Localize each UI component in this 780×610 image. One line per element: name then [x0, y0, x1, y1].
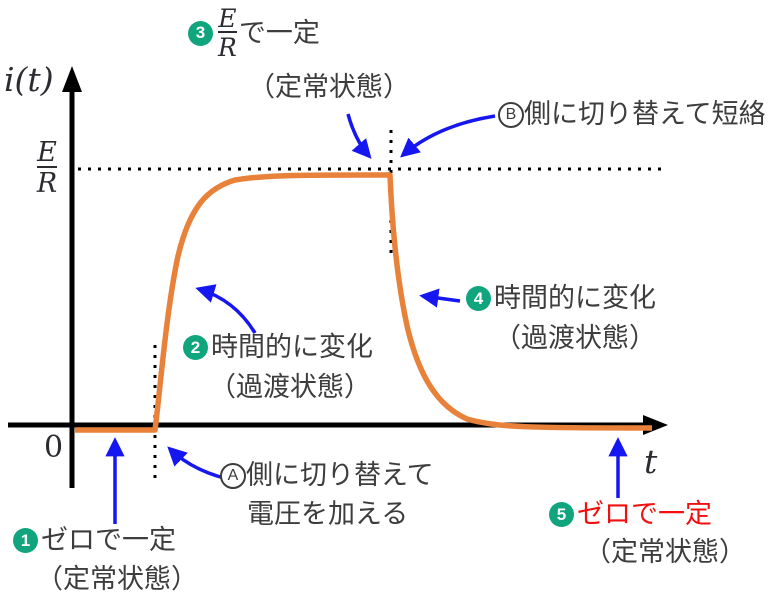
fraction-numerator: E — [37, 137, 57, 168]
annotation-step3-subtext: （定常状態） — [248, 72, 410, 102]
annotation-step2-subtext: （過渡状態） — [209, 372, 371, 402]
step1-text: ゼロで一定 — [41, 525, 176, 555]
y-axis-label: i(t) — [4, 60, 54, 99]
annotation-step4-subtext: （過渡状態） — [494, 323, 656, 353]
current-curve — [75, 172, 653, 433]
step2-text: 時間的に変化 — [211, 332, 373, 362]
step5-badge: 5 — [549, 502, 574, 527]
annotation-step1-subtext: （定常状態） — [36, 564, 198, 594]
annotation-step1: 1 ゼロで一定 — [13, 527, 176, 554]
x-axis-arrowhead-icon — [643, 415, 668, 435]
annotation-step3: 3 E R で一定 — [188, 6, 320, 60]
origin-label: 0 — [44, 430, 64, 465]
step5-text: ゼロで一定 — [577, 499, 712, 529]
step3-fraction: E R — [218, 6, 237, 60]
annotation-switch-b: B 側に切り替えて短絡 — [498, 101, 766, 128]
step3-fraction-numerator: E — [218, 4, 237, 33]
annotation-switch-a: A 側に切り替えて — [220, 462, 434, 489]
annotation-step4: 4 時間的に変化 — [466, 285, 656, 312]
x-axis-label: t — [644, 442, 658, 481]
step2-badge: 2 — [183, 335, 208, 360]
annotation-step5-subtext: （定常状態） — [584, 537, 746, 567]
switch-a-text: 側に切り替えて — [246, 460, 434, 490]
switch-b-badge: B — [498, 101, 524, 128]
switch-a-badge: A — [220, 462, 246, 489]
fraction-denominator: R — [36, 166, 58, 199]
arrow-step2-to-curve — [195, 284, 257, 334]
step4-text: 時間的に変化 — [494, 283, 656, 313]
step3-fraction-denominator: R — [218, 31, 237, 62]
step4-badge: 4 — [466, 286, 491, 311]
step3-badge: 3 — [188, 20, 213, 46]
y-axis-value-fraction: E R — [26, 139, 68, 197]
step3-text: で一定 — [238, 17, 320, 48]
annotation-switch-a-text2: 電圧を加える — [247, 499, 409, 529]
annotation-step5: 5 ゼロで一定 — [549, 501, 712, 528]
arrow-step3-to-curve — [346, 113, 372, 159]
arrow-step4-to-curve — [419, 288, 461, 308]
y-axis-arrowhead-icon — [62, 66, 82, 92]
switch-b-text: 側に切り替えて短絡 — [524, 99, 766, 129]
step1-badge: 1 — [13, 528, 38, 553]
arrow-switch-b-to-curve — [400, 114, 496, 158]
annotation-step2: 2 時間的に変化 — [183, 334, 373, 361]
